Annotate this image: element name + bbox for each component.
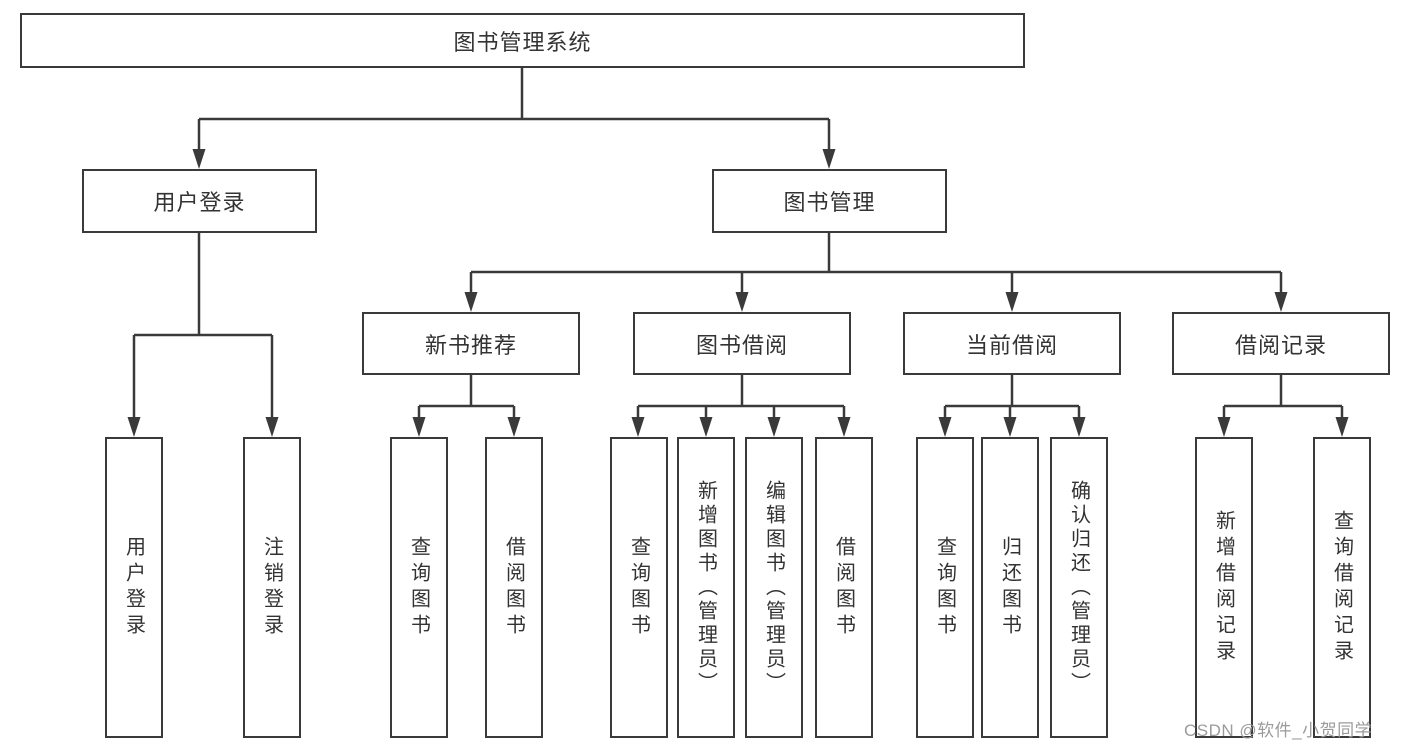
arrowhead-icon [127,417,141,437]
arrowhead-icon [265,417,279,437]
leaf-user-login: 用户登录 [105,437,163,738]
leaf-edit-books-admin: 编辑图书（管理员） [745,437,803,738]
leaf-query-borrow-record: 查询借阅记录 [1313,437,1371,738]
arrowhead-icon [822,149,836,169]
leaf-query-books-recommend: 查询图书 [390,437,448,738]
leaf-add-borrow-record: 新增借阅记录 [1195,437,1253,738]
arrowhead-icon [192,149,206,169]
node-current-borrow: 当前借阅 [903,312,1121,375]
leaf-query-books-borrow: 查询图书 [610,437,668,738]
node-new-book-recommend: 新书推荐 [362,312,580,375]
csdn-watermark: CSDN @软件_小贺同学 [1184,721,1373,740]
arrowhead-icon [938,417,952,437]
leaf-confirm-return-admin: 确认归还（管理员） [1050,437,1108,738]
connector-bookmgmt-to-level3 [469,233,1283,294]
connector-records-to-leaves [1222,375,1344,419]
node-book-borrow: 图书借阅 [633,312,851,375]
connector-root-to-level2 [197,68,831,151]
connector-paths [132,68,1344,419]
leaf-query-books-current: 查询图书 [916,437,974,738]
arrowhead-icon [1072,417,1086,437]
arrowhead-icon [507,417,521,437]
connector-currentborrow-to-leaves [943,375,1081,419]
leaf-borrow-books: 借阅图书 [815,437,873,738]
connector-newbook-to-leaves [417,375,516,419]
arrowhead-icon [1274,292,1288,312]
arrowhead-icon [767,417,781,437]
arrowhead-icon [1005,292,1019,312]
arrowhead-icon [631,417,645,437]
leaf-add-books-admin: 新增图书（管理员） [677,437,735,738]
arrowhead-icon [1217,417,1231,437]
connector-userlogin-to-leaves [132,233,274,419]
arrowhead-icon [1003,417,1017,437]
leaf-return-books: 归还图书 [981,437,1039,738]
arrowhead-icon [837,417,851,437]
arrowhead-icon [1335,417,1349,437]
leaf-logout: 注销登录 [243,437,301,738]
connector-bookborrow-to-leaves [636,375,846,419]
node-book-management-branch: 图书管理 [712,169,947,233]
leaf-borrow-books-recommend: 借阅图书 [485,437,543,738]
arrowhead-icon [412,417,426,437]
arrowhead-icon [699,417,713,437]
node-borrow-records: 借阅记录 [1172,312,1390,375]
arrowheads [127,149,1349,437]
node-library-management-system: 图书管理系统 [20,13,1025,68]
arrowhead-icon [464,292,478,312]
arrowhead-icon [735,292,749,312]
node-user-login-branch: 用户登录 [82,169,317,233]
